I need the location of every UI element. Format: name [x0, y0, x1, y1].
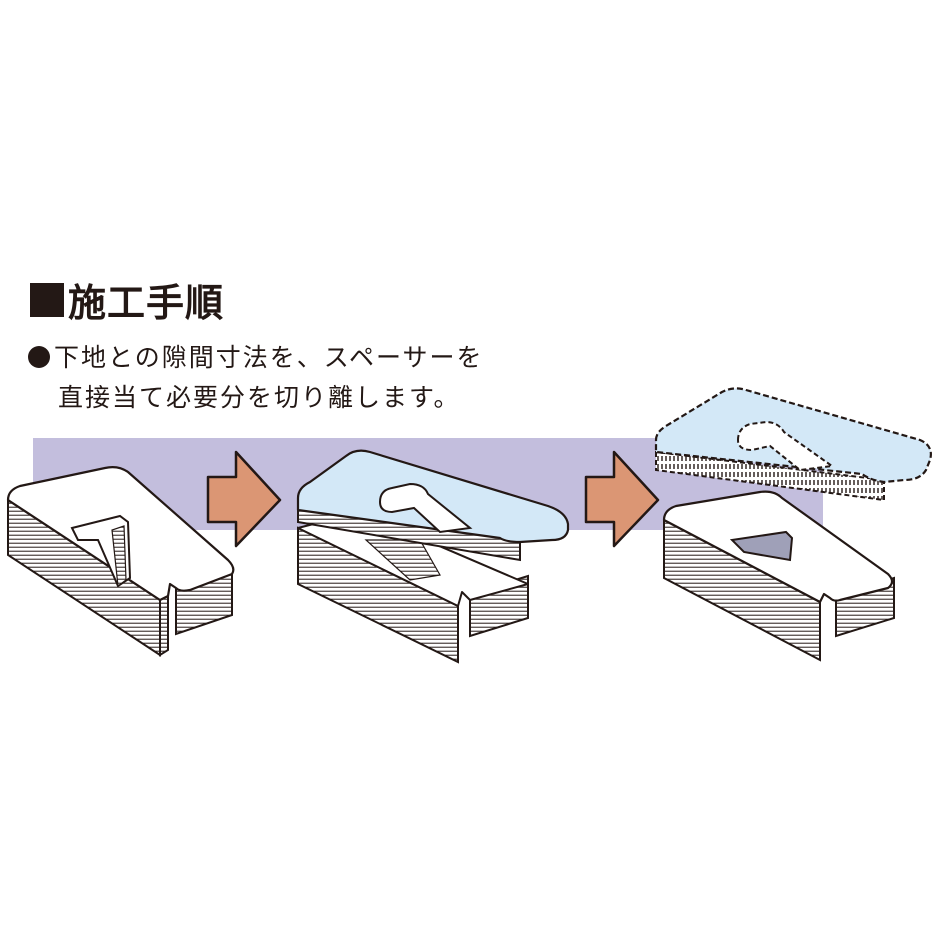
- right-arrow-icon: [584, 450, 660, 548]
- section-heading: 施工手順: [30, 272, 224, 327]
- heading-title: 施工手順: [68, 281, 225, 325]
- instruction-text: 下地との隙間寸法を、スペーサーを 直接当て必要分を切り離します。: [28, 338, 484, 418]
- square-bullet-icon: [30, 282, 64, 317]
- spacer-stack-1: [6, 466, 235, 657]
- circle-bullet-icon: [28, 346, 50, 368]
- right-arrow-icon: [206, 450, 282, 548]
- spacer-stack-3: [654, 387, 932, 662]
- instruction-line-2: 直接当て必要分を切り離します。: [58, 383, 461, 412]
- cut-piece: [655, 450, 885, 502]
- spacer-stack-2: [296, 449, 570, 664]
- instruction-line-1: 下地との隙間寸法を、スペーサーを: [28, 338, 484, 378]
